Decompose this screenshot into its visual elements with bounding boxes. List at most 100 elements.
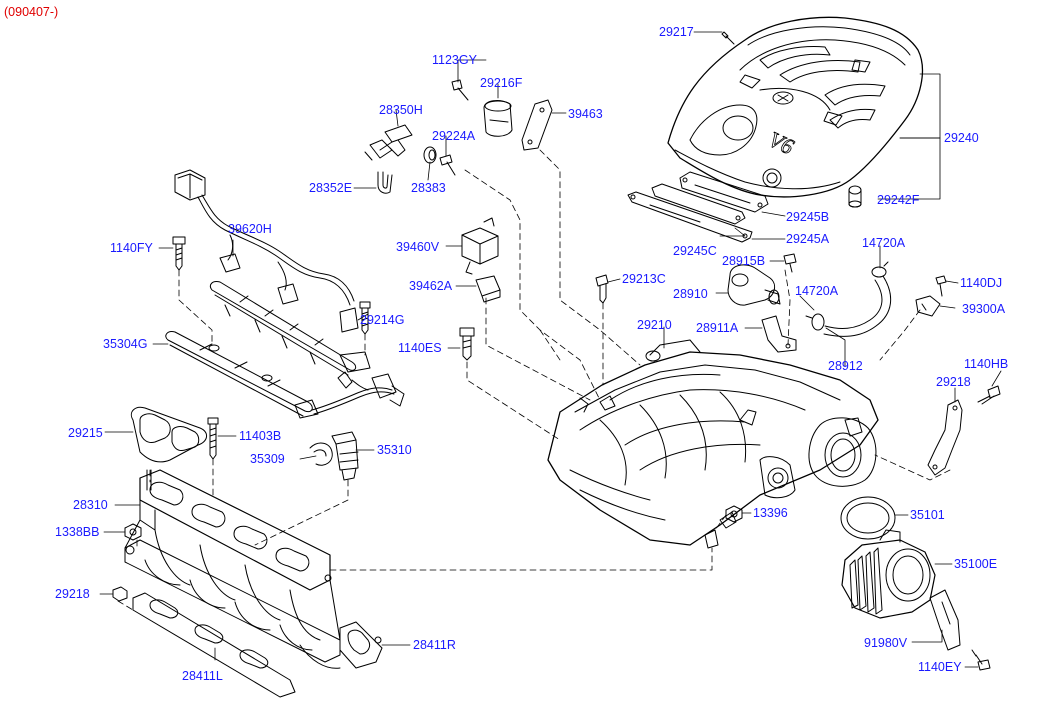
label-39462A[interactable]: 39462A xyxy=(409,279,453,293)
bolt-1140EY xyxy=(971,649,991,671)
label-28350H[interactable]: 28350H xyxy=(379,103,423,117)
label-11403B[interactable]: 11403B xyxy=(239,429,282,443)
gasket-29215 xyxy=(130,406,207,463)
actuator-29216F xyxy=(483,100,513,137)
grommet-28383 xyxy=(423,146,437,164)
bolt-1140FY xyxy=(172,236,186,271)
bracket-29218-right xyxy=(927,399,963,476)
locator-lines xyxy=(117,149,951,611)
label-35101[interactable]: 35101 xyxy=(910,508,945,522)
label-28411R[interactable]: 28411R xyxy=(413,638,456,652)
stud-11403B xyxy=(207,417,219,460)
label-1338BB[interactable]: 1338BB xyxy=(55,525,100,539)
label-28910[interactable]: 28910 xyxy=(673,287,708,301)
label-1123GY[interactable]: 1123GY xyxy=(432,53,477,67)
label-29215[interactable]: 29215 xyxy=(68,426,103,440)
label-29245B[interactable]: 29245B xyxy=(786,210,830,224)
bracket-39463 xyxy=(521,99,553,151)
throttle-body-35100E xyxy=(841,529,936,619)
bolt-29213C xyxy=(595,274,609,304)
label-29210[interactable]: 29210 xyxy=(637,318,672,332)
wiring-harness-39620H xyxy=(174,169,359,333)
label-28411L[interactable]: 28411L xyxy=(182,669,223,683)
label-1140ES[interactable]: 1140ES xyxy=(398,341,442,355)
label-29217[interactable]: 29217 xyxy=(659,25,694,39)
bolt-1140ES xyxy=(459,327,475,361)
bolt-29214G xyxy=(359,301,371,335)
bolt-1140HB xyxy=(977,385,1001,405)
sensor-39300A xyxy=(915,295,941,317)
label-35309[interactable]: 35309 xyxy=(250,452,285,466)
bracket-28911A xyxy=(761,315,797,353)
label-28915B[interactable]: 28915B xyxy=(722,254,766,268)
sensor-29224A xyxy=(439,154,456,176)
label-35310[interactable]: 35310 xyxy=(377,443,412,457)
label-29240[interactable]: 29240 xyxy=(944,131,979,145)
label-35100E[interactable]: 35100E xyxy=(954,557,998,571)
nut-13396 xyxy=(725,505,743,523)
engine-cover-29240: V6 xyxy=(667,16,924,198)
nut-1338BB xyxy=(124,523,142,541)
label-29213C[interactable]: 29213C xyxy=(622,272,666,286)
pcv-valve-28350H xyxy=(364,124,413,161)
leader-lines xyxy=(99,31,1002,668)
label-1140FY[interactable]: 1140FY xyxy=(110,241,153,255)
label-39463[interactable]: 39463 xyxy=(568,107,603,121)
label-39300A[interactable]: 39300A xyxy=(962,302,1006,316)
clamp-14720A-upper xyxy=(871,261,889,278)
svg-text:V6: V6 xyxy=(765,126,798,159)
label-39620H[interactable]: 39620H xyxy=(228,222,272,236)
grommet-29242F xyxy=(848,185,862,208)
clamp-14720A-lower xyxy=(805,313,825,331)
bolt-1123GY xyxy=(451,79,469,101)
gasket-28411L xyxy=(132,592,296,698)
label-28912[interactable]: 28912 xyxy=(828,359,863,373)
label-29216F[interactable]: 29216F xyxy=(480,76,523,90)
label-39460V[interactable]: 39460V xyxy=(396,240,440,254)
clip-35309 xyxy=(309,442,333,466)
label-29214G[interactable]: 29214G xyxy=(360,313,405,327)
label-29245C[interactable]: 29245C xyxy=(673,244,717,258)
label-29242F[interactable]: 29242F xyxy=(877,193,920,207)
label-28352E[interactable]: 28352E xyxy=(309,181,353,195)
label-13396[interactable]: 13396 xyxy=(753,506,788,520)
label-91980V[interactable]: 91980V xyxy=(864,636,908,650)
bracket-91980V xyxy=(929,589,961,651)
label-28911A[interactable]: 28911A xyxy=(696,321,739,335)
revision-code: (090407-) xyxy=(4,5,59,19)
label-1140HB[interactable]: 1140HB xyxy=(964,357,1009,371)
fuel-line xyxy=(311,371,405,415)
bracket-39462A xyxy=(475,275,501,303)
label-28310[interactable]: 28310 xyxy=(73,498,108,512)
label-29224A[interactable]: 29224A xyxy=(432,129,476,143)
bracket-29245A xyxy=(651,183,746,225)
label-14720A-upper[interactable]: 14720A xyxy=(862,236,906,250)
bolt-28915B xyxy=(783,253,797,273)
gasket-35101 xyxy=(840,496,896,540)
label-1140DJ[interactable]: 1140DJ xyxy=(960,276,1003,290)
bracket-29245C xyxy=(627,191,753,243)
upper-intake-29210 xyxy=(547,339,879,549)
label-29245A[interactable]: 29245A xyxy=(786,232,830,246)
stud-lower xyxy=(146,469,152,491)
label-35304G[interactable]: 35304G xyxy=(103,337,148,351)
label-29218-left[interactable]: 29218 xyxy=(55,587,90,601)
bolt-1140DJ xyxy=(935,275,947,297)
gasket-28411R xyxy=(339,621,383,669)
label-28383[interactable]: 28383 xyxy=(411,181,446,195)
label-1140EY[interactable]: 1140EY xyxy=(918,660,962,674)
valve-28910 xyxy=(727,264,781,306)
nut-29218-left xyxy=(112,586,128,602)
fuel-rail-35304G xyxy=(165,331,319,419)
bracket-29245B xyxy=(679,171,769,213)
bolt-29217 xyxy=(721,31,735,45)
lower-intake-28310 xyxy=(124,469,341,669)
injector-35310 xyxy=(331,431,359,481)
label-29218-right[interactable]: 29218 xyxy=(936,375,971,389)
label-14720A-lower[interactable]: 14720A xyxy=(795,284,839,298)
hose-28352E xyxy=(377,171,393,194)
solenoid-39460V xyxy=(461,217,499,275)
fuel-rail-upper xyxy=(209,281,371,376)
